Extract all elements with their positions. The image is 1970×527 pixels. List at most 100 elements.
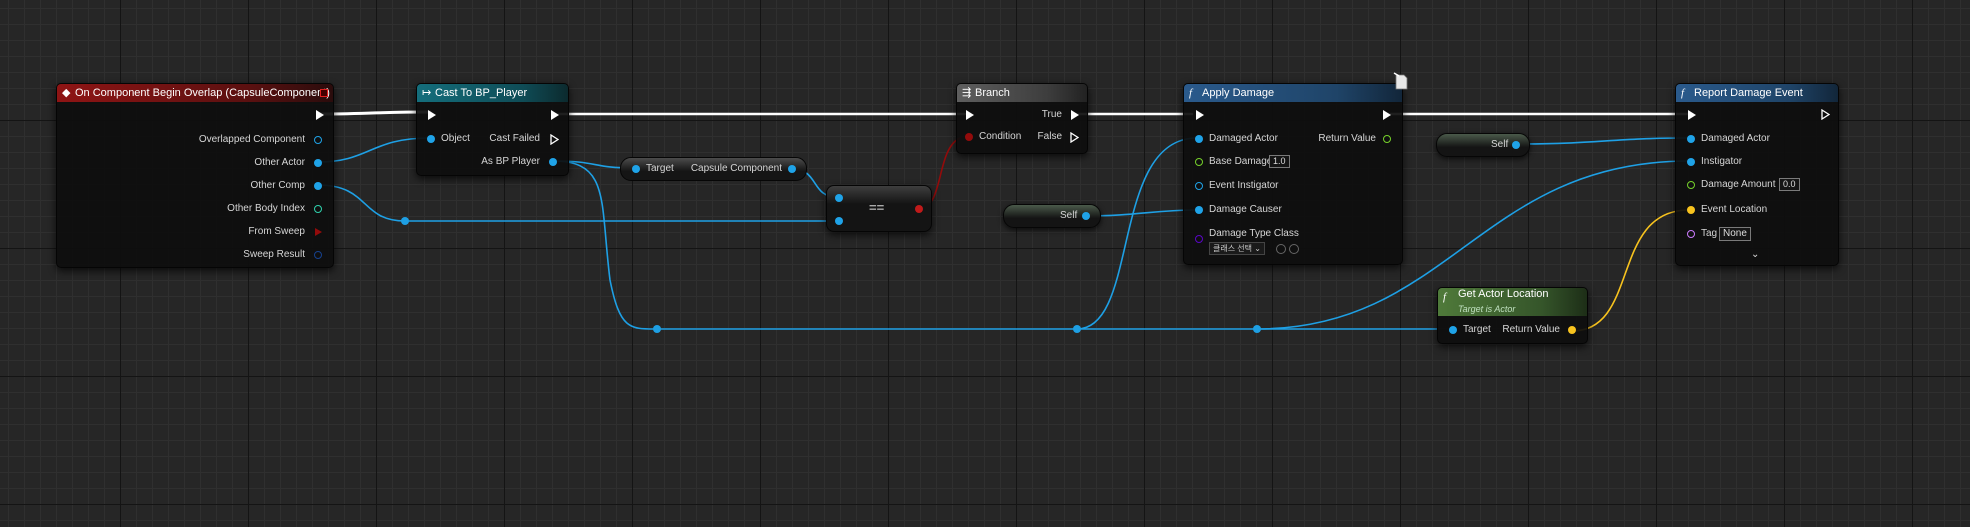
- exec-in-pin[interactable]: [1688, 110, 1696, 120]
- event-diamond-icon: ◆: [62, 87, 71, 99]
- exec-out-pin[interactable]: [316, 110, 324, 120]
- exec-out-false-pin[interactable]: [1070, 132, 1079, 143]
- function-icon: f: [1681, 87, 1685, 99]
- float-pin-in[interactable]: [1687, 181, 1695, 189]
- pin-label-from-sweep: From Sweep: [248, 226, 305, 237]
- node-title: Apply Damage: [1202, 87, 1275, 99]
- chevron-down-icon: ⌄: [1254, 244, 1261, 253]
- bool-pin-in[interactable]: [965, 133, 973, 141]
- function-icon: f: [1443, 291, 1447, 303]
- pin-label-event-instigator: Event Instigator: [1209, 180, 1279, 191]
- node-header: ↦ Cast To BP_Player: [417, 84, 568, 102]
- object-pin-in-b[interactable]: [835, 217, 843, 225]
- data-wire: [1256, 160, 1690, 330]
- object-pin-out[interactable]: [1082, 212, 1090, 220]
- object-pin-in[interactable]: [1449, 326, 1457, 334]
- self-node[interactable]: Self: [1003, 204, 1101, 228]
- node-title: On Component Begin Overlap (CapsuleCompo…: [75, 87, 330, 99]
- struct-pin-out[interactable]: [314, 251, 322, 259]
- vector-pin-out[interactable]: [1568, 326, 1576, 334]
- object-pin-in[interactable]: [1687, 135, 1695, 143]
- class-pin-in[interactable]: [1195, 235, 1203, 243]
- bool-pin-out[interactable]: [315, 228, 322, 236]
- exec-out-pin[interactable]: [551, 110, 559, 120]
- cast-node[interactable]: ↦ Cast To BP_Player Object Cast Failed A…: [416, 83, 569, 176]
- reroute-knot[interactable]: [653, 325, 661, 333]
- self-label: Self: [1491, 139, 1509, 150]
- delegate-pin-icon[interactable]: [320, 89, 328, 97]
- pin-label-overlapped-component: Overlapped Component: [198, 134, 305, 145]
- object-pin-out[interactable]: [549, 158, 557, 166]
- browse-icon[interactable]: [1276, 244, 1286, 254]
- pin-label-damage-amount: Damage Amount: [1701, 179, 1776, 190]
- reroute-knot[interactable]: [1253, 325, 1261, 333]
- node-title: Report Damage Event: [1694, 87, 1803, 99]
- apply-damage-node[interactable]: f Apply Damage Damaged Actor Return Valu…: [1183, 83, 1403, 265]
- object-pin-in[interactable]: [1195, 135, 1203, 143]
- get-capsule-component-node[interactable]: Target Capsule Component: [620, 157, 807, 181]
- node-header: f Report Damage Event: [1676, 84, 1838, 102]
- branch-icon: ⇶: [962, 87, 972, 99]
- float-pin-out[interactable]: [1383, 135, 1391, 143]
- get-actor-location-node[interactable]: f Get Actor Location Target is Actor Tar…: [1437, 287, 1588, 344]
- exec-out-pin[interactable]: [1383, 110, 1391, 120]
- pin-label-as-bp-player: As BP Player: [481, 156, 540, 167]
- pin-label-condition: Condition: [979, 131, 1022, 142]
- name-pin-in[interactable]: [1687, 230, 1695, 238]
- data-wire: [552, 160, 658, 330]
- class-select-label: 클래스 선택: [1213, 244, 1253, 253]
- reroute-knot[interactable]: [1073, 325, 1081, 333]
- event-node-begin-overlap[interactable]: ◆ On Component Begin Overlap (CapsuleCom…: [56, 83, 334, 268]
- exec-wire: [316, 110, 432, 116]
- pin-label-cast-failed: Cast Failed: [489, 133, 540, 144]
- equals-node[interactable]: ==: [826, 185, 932, 232]
- vector-pin-in[interactable]: [1687, 206, 1695, 214]
- pin-label-false: False: [1037, 131, 1062, 142]
- object-pin-in-a[interactable]: [835, 194, 843, 202]
- tag-input[interactable]: None: [1719, 227, 1751, 241]
- exec-in-pin[interactable]: [1196, 110, 1204, 120]
- object-pin-in[interactable]: [632, 165, 640, 173]
- pin-label-damage-type-class: Damage Type Class: [1209, 228, 1299, 239]
- pin-label-other-body-index: Other Body Index: [227, 203, 305, 214]
- pin-label-true: True: [1041, 109, 1062, 120]
- class-select-dropdown[interactable]: 클래스 선택 ⌄: [1209, 242, 1265, 255]
- object-pin-in[interactable]: [1687, 158, 1695, 166]
- exec-in-pin[interactable]: [428, 110, 436, 120]
- object-pin-in[interactable]: [1195, 182, 1203, 190]
- report-damage-event-node[interactable]: f Report Damage Event Damaged Actor Inst…: [1675, 83, 1839, 266]
- object-pin-out[interactable]: [314, 136, 322, 144]
- expand-chevron-icon[interactable]: ⌄: [1751, 249, 1760, 260]
- pin-label-damaged-actor: Damaged Actor: [1701, 133, 1770, 144]
- exec-out-hollow-pin[interactable]: [1821, 109, 1830, 120]
- exec-in-pin[interactable]: [966, 110, 974, 120]
- object-pin-out[interactable]: [314, 159, 322, 167]
- exec-out-true-pin[interactable]: [1071, 110, 1079, 120]
- damage-amount-input[interactable]: 0.0: [1779, 178, 1800, 191]
- object-pin-in[interactable]: [427, 135, 435, 143]
- data-wire: [1076, 137, 1198, 330]
- node-header: f Get Actor Location Target is Actor: [1438, 288, 1587, 316]
- exec-out-hollow-pin[interactable]: [550, 134, 559, 145]
- pin-label-other-comp: Other Comp: [250, 180, 305, 191]
- data-wire: [1514, 137, 1690, 145]
- int-pin-out[interactable]: [314, 205, 322, 213]
- object-pin-in[interactable]: [1195, 206, 1203, 214]
- bool-pin-out[interactable]: [915, 205, 923, 213]
- object-pin-out[interactable]: [788, 165, 796, 173]
- search-icon[interactable]: [1289, 244, 1299, 254]
- pin-label-event-location: Event Location: [1701, 204, 1768, 215]
- reroute-knot[interactable]: [401, 217, 409, 225]
- object-pin-out[interactable]: [314, 182, 322, 190]
- node-title: Get Actor Location: [1458, 288, 1549, 300]
- document-badge-icon: [1393, 72, 1408, 90]
- object-pin-out[interactable]: [1512, 141, 1520, 149]
- equals-operator: ==: [869, 200, 885, 215]
- self-node[interactable]: Self: [1436, 133, 1530, 157]
- float-pin-in[interactable]: [1195, 158, 1203, 166]
- base-damage-input[interactable]: 1.0: [1269, 155, 1290, 168]
- pin-label-sweep-result: Sweep Result: [243, 249, 305, 260]
- pin-label-return-value: Return Value: [1318, 133, 1376, 144]
- node-subtitle: Target is Actor: [1458, 304, 1516, 314]
- branch-node[interactable]: ⇶ Branch True Condition False: [956, 83, 1088, 154]
